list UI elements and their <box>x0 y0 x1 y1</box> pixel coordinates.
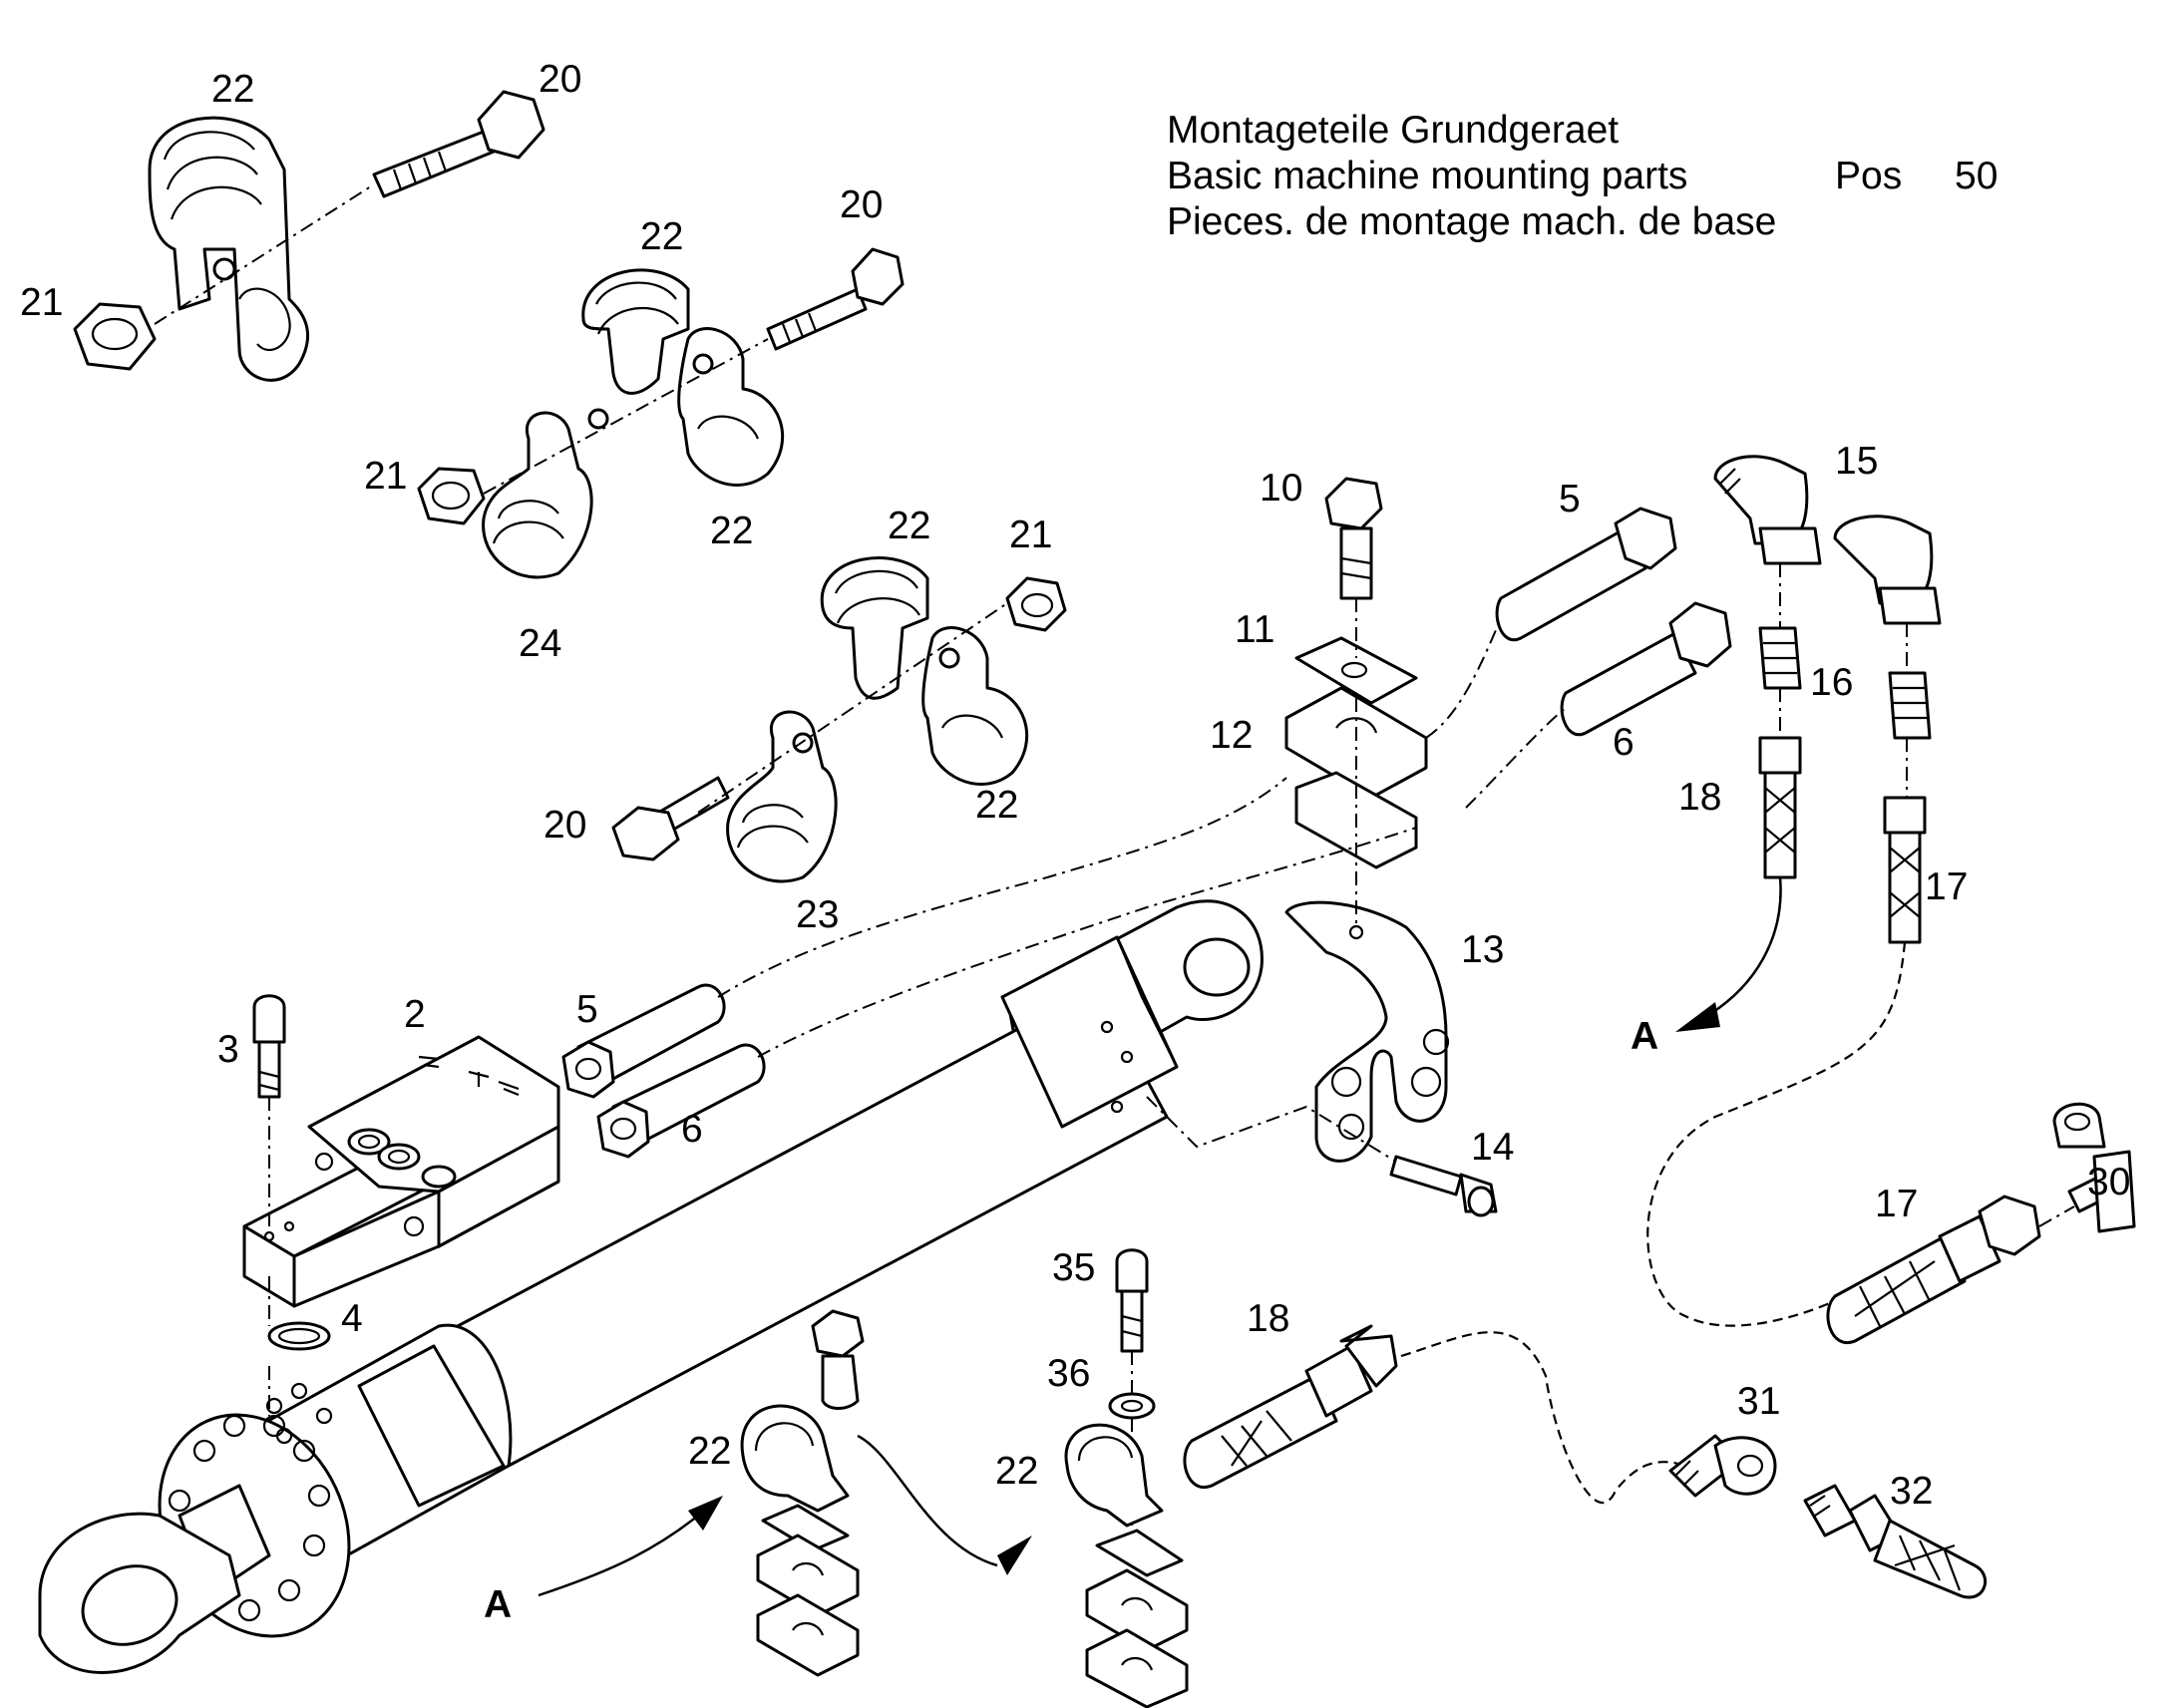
hose-fittings-bottom <box>1183 1102 2136 1599</box>
arrow-label-a: A <box>484 1583 512 1626</box>
callout-6: 6 <box>1613 721 1635 764</box>
callout-17: 17 <box>1925 865 1968 908</box>
callout-21: 21 <box>364 455 407 498</box>
callout-16: 16 <box>1810 661 1853 704</box>
callout-labels: 22 20 21 20 22 21 22 24 22 21 22 20 23 1… <box>20 58 2130 1626</box>
callout-17: 17 <box>1875 1183 1918 1225</box>
assembly-lines <box>717 617 1567 1163</box>
callout-21: 21 <box>20 281 63 324</box>
callout-20: 20 <box>539 58 581 101</box>
callout-22: 22 <box>975 784 1018 827</box>
valve-block-assembly <box>242 994 560 1416</box>
callout-3: 3 <box>217 1028 239 1071</box>
sleeves-left <box>561 983 766 1159</box>
title-german: Montageteile Grundgeraet <box>1167 109 1620 152</box>
position-label: Pos <box>1835 155 1903 197</box>
callout-11: 11 <box>1235 608 1275 651</box>
callout-22: 22 <box>995 1450 1038 1493</box>
callout-4: 4 <box>341 1297 363 1340</box>
mounting-block-assembly <box>1284 477 1498 1217</box>
callout-2: 2 <box>404 993 426 1036</box>
callout-36: 36 <box>1047 1352 1090 1395</box>
title-french: Pieces. de montage mach. de base <box>1167 200 1777 243</box>
callout-32: 32 <box>1890 1470 1933 1513</box>
callout-18: 18 <box>1247 1297 1289 1340</box>
callout-20: 20 <box>840 183 883 226</box>
callout-5: 5 <box>576 988 598 1031</box>
clamp-assembly-bottom <box>740 1248 1189 1708</box>
callout-14: 14 <box>1471 1126 1514 1169</box>
position-number: 50 <box>1955 155 1998 197</box>
sleeves-top <box>1495 507 1732 737</box>
hydraulic-fittings-right <box>1646 455 1942 1327</box>
callout-20: 20 <box>544 804 586 847</box>
callout-10: 10 <box>1260 467 1302 510</box>
callout-22: 22 <box>640 215 683 258</box>
callout-12: 12 <box>1210 714 1253 757</box>
callout-31: 31 <box>1737 1380 1780 1423</box>
callout-15: 15 <box>1835 440 1878 483</box>
callout-22: 22 <box>688 1430 731 1473</box>
clamp-assembly-upper-middle <box>417 247 905 579</box>
clamp-assembly-center <box>611 556 1067 883</box>
callout-18: 18 <box>1678 776 1721 819</box>
callout-6: 6 <box>681 1108 703 1151</box>
title-english: Basic machine mounting parts <box>1167 155 1688 197</box>
callout-22: 22 <box>211 68 254 111</box>
callout-5: 5 <box>1559 478 1581 520</box>
clamp-assembly-top-left <box>73 90 545 382</box>
callout-23: 23 <box>796 893 839 936</box>
callout-13: 13 <box>1461 928 1504 971</box>
callout-30: 30 <box>2087 1161 2130 1203</box>
callout-35: 35 <box>1052 1246 1095 1289</box>
title-block: Montageteile Grundgeraet Basic machine m… <box>1167 108 1998 245</box>
direction-arrows <box>538 1434 1032 1597</box>
arrow-label-a: A <box>1631 1015 1658 1058</box>
callout-21: 21 <box>1009 513 1052 556</box>
callout-22: 22 <box>888 505 930 547</box>
hydraulic-cylinder <box>38 899 1264 1674</box>
callout-24: 24 <box>519 622 561 665</box>
callout-22: 22 <box>710 510 753 552</box>
